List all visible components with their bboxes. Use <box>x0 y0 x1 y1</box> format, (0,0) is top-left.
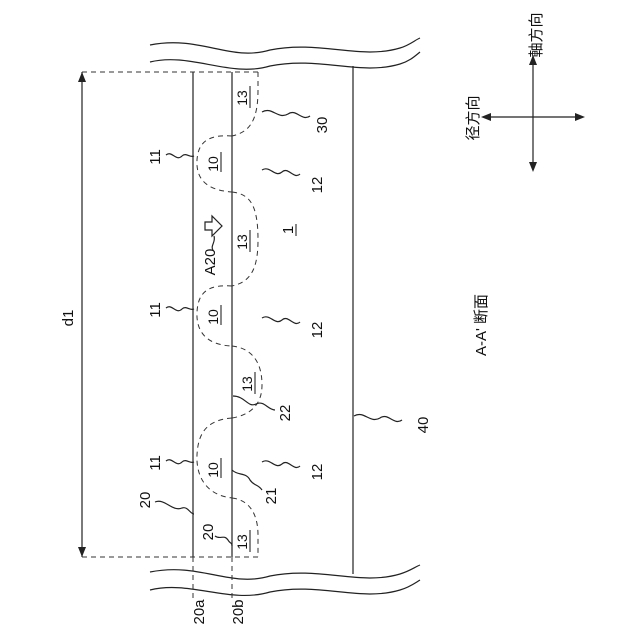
arrow-a20-group: A20 <box>202 216 222 275</box>
arrow-left-icon <box>481 113 491 121</box>
radial-direction-label: 径方向 <box>465 95 482 140</box>
label-11-middle-group: 11 <box>147 302 194 318</box>
label-20a: 20a <box>191 599 208 625</box>
label-13-bottom-group: 13 <box>234 530 250 552</box>
label-13-lower-group: 13 <box>239 372 255 394</box>
dimension-d1 <box>78 72 258 557</box>
label-10-bottom-group: 10 <box>205 458 221 478</box>
label-13-bottom: 13 <box>234 534 250 550</box>
label-11-middle: 11 <box>147 302 164 318</box>
label-40: 40 <box>415 417 432 434</box>
hollow-arrow-icon <box>205 216 222 236</box>
dimension-label: d1 <box>60 310 77 327</box>
label-11-bottom: 11 <box>147 455 164 471</box>
label-13-top: 13 <box>234 90 250 106</box>
label-22-group: 22 <box>233 396 294 421</box>
label-10-top-group: 10 <box>205 152 221 172</box>
label-13-a20-group: 13 <box>234 230 250 252</box>
arrow-down-icon <box>529 162 537 172</box>
label-20-lower: 20 <box>200 524 217 541</box>
label-12-middle-group: 12 <box>262 317 326 339</box>
label-12-middle: 12 <box>309 322 326 339</box>
axial-direction-label: 軸方向 <box>528 12 545 57</box>
label-10-middle-group: 10 <box>205 305 221 325</box>
label-21: 21 <box>263 488 280 505</box>
label-1-group: 1 <box>280 224 297 236</box>
label-40-group: 40 <box>354 414 432 433</box>
label-20-lower-group: 20 <box>200 524 232 546</box>
label-13-top-group: 13 <box>234 86 250 108</box>
label-10-top: 10 <box>205 156 221 172</box>
arrow-a20-label: A20 <box>202 249 219 276</box>
label-10-middle: 10 <box>205 309 221 325</box>
label-12-top-group: 12 <box>262 169 326 194</box>
label-12-top: 12 <box>309 177 326 194</box>
section-title: A-A' 断面 <box>473 294 490 356</box>
label-21-group: 21 <box>232 470 280 504</box>
label-12-bottom: 12 <box>309 464 326 481</box>
direction-indicator: 軸方向 径方向 <box>465 12 585 172</box>
label-11-top: 11 <box>147 149 164 165</box>
arrow-right-icon <box>575 113 585 121</box>
label-20-upper-group: 20 <box>137 492 194 514</box>
label-22: 22 <box>277 405 294 422</box>
label-13-a20: 13 <box>234 234 250 250</box>
label-13-lower: 13 <box>239 376 255 392</box>
label-30: 30 <box>314 117 331 134</box>
label-12-bottom-group: 12 <box>262 461 326 481</box>
label-10-bottom: 10 <box>205 462 221 478</box>
label-11-top-group: 11 <box>147 149 194 165</box>
label-30-group: 30 <box>262 110 331 133</box>
label-20-upper: 20 <box>137 492 154 509</box>
label-body-1: 1 <box>280 226 297 234</box>
label-20b: 20b <box>230 599 247 624</box>
label-11-bottom-group: 11 <box>147 455 194 471</box>
